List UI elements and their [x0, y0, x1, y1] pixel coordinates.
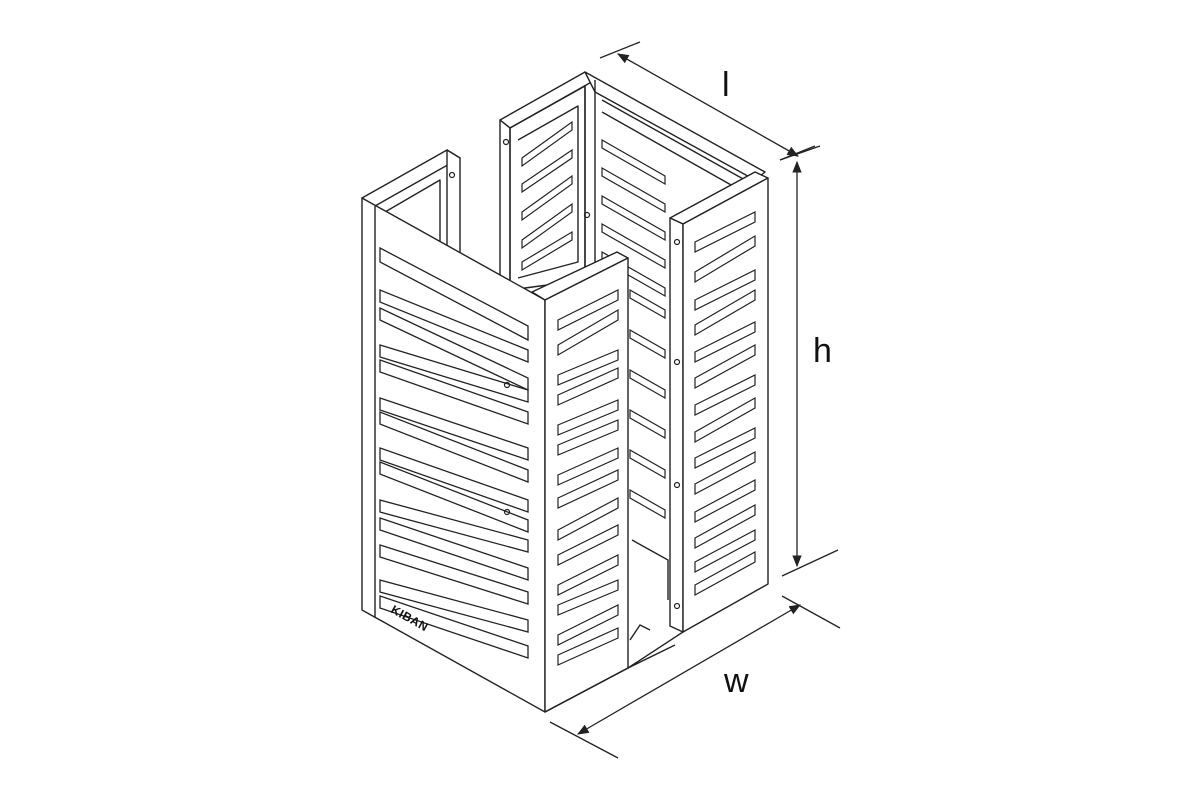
dimension-height [779, 145, 839, 577]
front-middle-slats [557, 289, 619, 666]
back-right-slats [601, 138, 666, 520]
dimension-length-label: l [722, 66, 730, 104]
dimension-width [549, 595, 841, 759]
right-wall-slats [694, 211, 756, 597]
dimension-height-label: h [813, 332, 832, 370]
dimension-width-label: w [723, 662, 749, 700]
back-left-slats [521, 120, 573, 272]
left-front-slats [379, 246, 529, 659]
